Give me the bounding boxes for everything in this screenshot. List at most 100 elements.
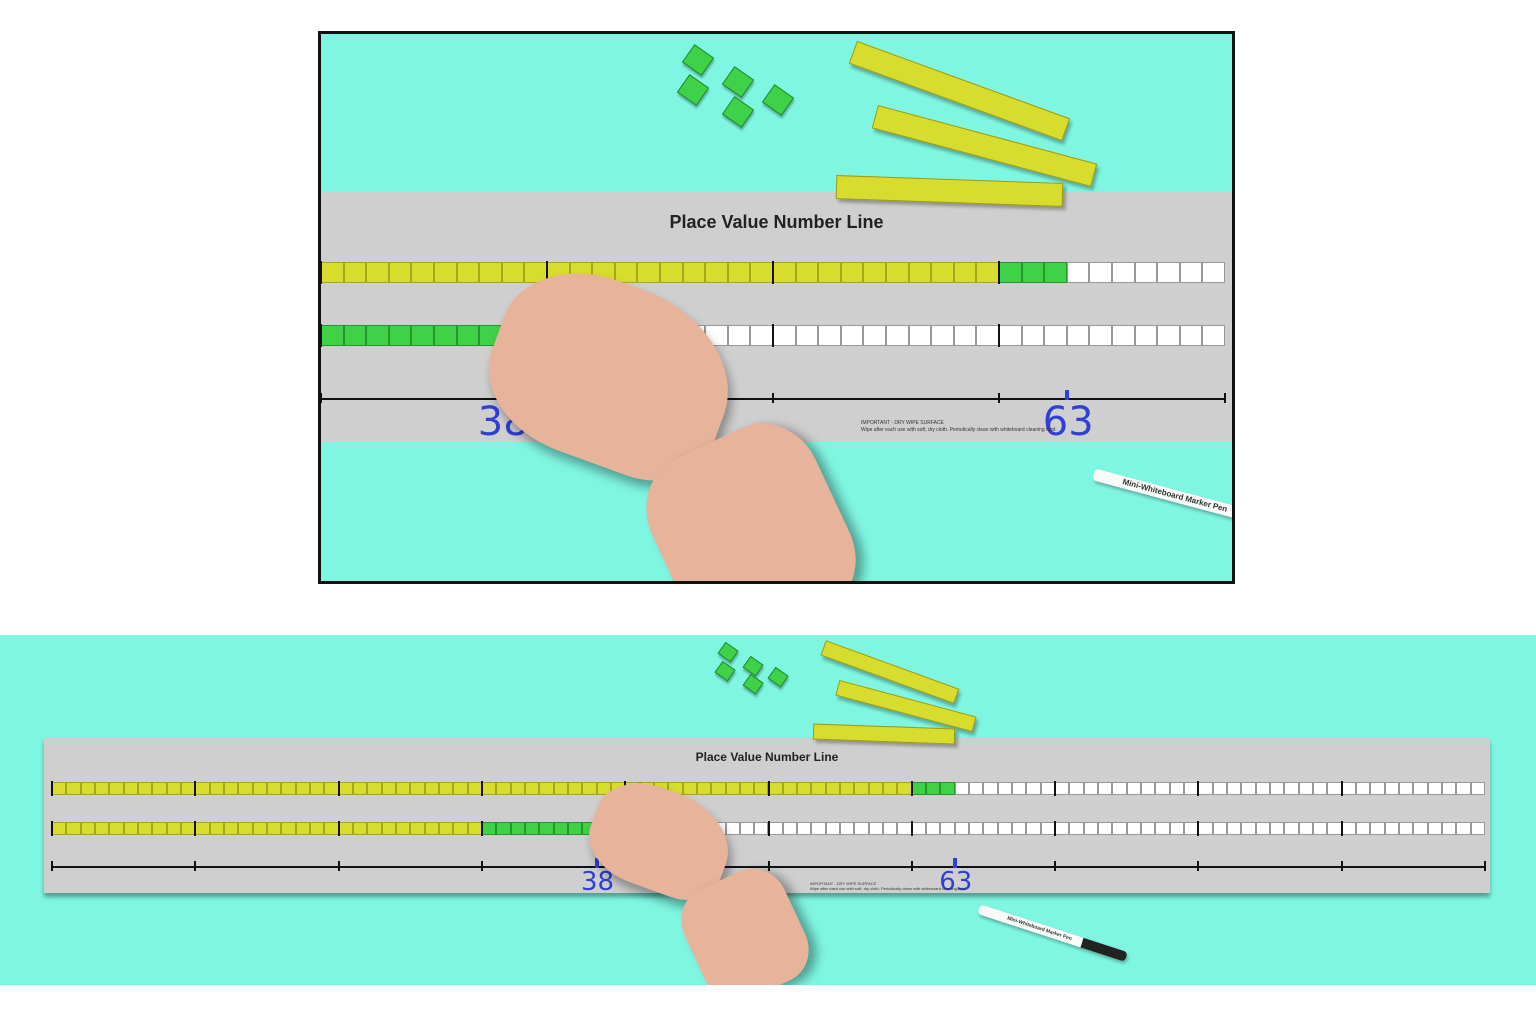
- ten-divider: [337, 821, 340, 836]
- ten-rod-unit: [381, 822, 396, 835]
- ten-rod-unit: [424, 822, 439, 835]
- empty-cell: [1155, 822, 1170, 835]
- empty-cell: [1012, 782, 1027, 795]
- ten-rod-unit: [682, 262, 706, 283]
- ten-rod-unit: [976, 262, 999, 283]
- unit-cube: [411, 325, 434, 346]
- ten-rod-unit: [682, 782, 697, 795]
- ten-rod-unit: [109, 782, 124, 795]
- empty-cell: [1083, 782, 1099, 795]
- empty-cell: [1169, 822, 1185, 835]
- empty-cell: [1456, 782, 1471, 795]
- ten-rod-unit: [782, 782, 798, 795]
- empty-cell: [1442, 782, 1457, 795]
- empty-cell: [854, 822, 869, 835]
- ten-rod-unit: [338, 782, 353, 795]
- ten-rod-unit: [281, 822, 296, 835]
- ten-rod-unit: [897, 782, 912, 795]
- ten-rod-unit: [567, 782, 583, 795]
- empty-cell: [1241, 782, 1256, 795]
- unit-cube: [553, 822, 568, 835]
- ten-divider: [480, 781, 483, 796]
- ten-rod-unit: [727, 262, 751, 283]
- ten-divider: [321, 261, 322, 284]
- ten-rod-unit: [863, 262, 886, 283]
- number-line-tick: [480, 861, 483, 871]
- unit-cube: [761, 84, 795, 116]
- unit-cube: [496, 822, 511, 835]
- ten-rod-unit: [750, 262, 773, 283]
- ten-rod-unit: [524, 782, 540, 795]
- empty-cell: [1241, 822, 1256, 835]
- empty-cell: [739, 822, 755, 835]
- ten-rod-unit: [366, 262, 389, 283]
- ten-rod-unit: [825, 782, 841, 795]
- empty-cell: [1026, 782, 1041, 795]
- unit-cube: [567, 822, 583, 835]
- ten-rod-unit: [818, 262, 841, 283]
- ten-rod-unit: [467, 822, 482, 835]
- ten-rod-unit: [352, 822, 368, 835]
- empty-cell: [1255, 822, 1271, 835]
- ten-rod-unit: [768, 782, 783, 795]
- ten-rod-unit: [637, 262, 660, 283]
- number-line-tick: [337, 861, 340, 871]
- empty-cell: [1413, 822, 1428, 835]
- unit-cube: [721, 96, 755, 128]
- empty-cell: [886, 325, 909, 346]
- empty-cell: [1040, 782, 1056, 795]
- ten-rod-unit: [152, 822, 167, 835]
- ten-rod-unit: [281, 782, 296, 795]
- unit-cube: [1044, 262, 1067, 283]
- unit-cube: [388, 325, 412, 346]
- empty-cell: [1212, 822, 1228, 835]
- ten-rod-unit: [94, 822, 110, 835]
- empty-cell: [1470, 822, 1485, 835]
- empty-cell: [883, 822, 898, 835]
- empty-cell: [997, 782, 1013, 795]
- empty-cell: [1442, 822, 1457, 835]
- empty-cell: [1021, 325, 1045, 346]
- empty-cell: [868, 822, 884, 835]
- empty-cell: [1126, 822, 1142, 835]
- ten-rod-unit: [238, 822, 253, 835]
- empty-cell: [1055, 822, 1070, 835]
- ten-rod-unit: [481, 782, 497, 795]
- ten-rod-unit: [381, 782, 396, 795]
- ten-rod-unit: [295, 782, 310, 795]
- empty-cell: [754, 822, 769, 835]
- empty-cell: [1270, 782, 1285, 795]
- empty-cell: [1313, 782, 1328, 795]
- ten-rod-unit: [321, 262, 344, 283]
- ten-rod-unit: [123, 782, 138, 795]
- number-line-tick: [772, 393, 774, 403]
- empty-cell: [1098, 822, 1113, 835]
- ten-rod-unit: [324, 822, 339, 835]
- ten-rod-unit: [725, 782, 740, 795]
- number-line-tick: [194, 861, 197, 871]
- empty-cell: [1212, 782, 1228, 795]
- ten-rod-unit: [582, 782, 597, 795]
- ten-rod-unit: [309, 782, 325, 795]
- ten-rod-unit: [52, 782, 67, 795]
- ten-rod-unit: [908, 262, 932, 283]
- ten-rod-unit: [660, 262, 683, 283]
- board-title: Place Value Number Line: [695, 750, 839, 764]
- empty-cell: [926, 822, 941, 835]
- unit-cube: [539, 822, 554, 835]
- ten-divider: [194, 781, 197, 796]
- empty-cell: [931, 325, 954, 346]
- ten-divider: [480, 821, 483, 836]
- empty-cell: [782, 822, 798, 835]
- empty-cell: [1179, 325, 1203, 346]
- empty-cell: [1384, 822, 1400, 835]
- empty-cell: [1169, 782, 1185, 795]
- ten-rod-unit: [510, 782, 525, 795]
- empty-cell: [1327, 782, 1342, 795]
- empty-cell: [1202, 325, 1225, 346]
- empty-cell: [1112, 822, 1127, 835]
- empty-cell: [1044, 325, 1067, 346]
- empty-cell: [908, 325, 932, 346]
- ten-rod-unit: [467, 782, 482, 795]
- ten-rod-unit: [539, 782, 554, 795]
